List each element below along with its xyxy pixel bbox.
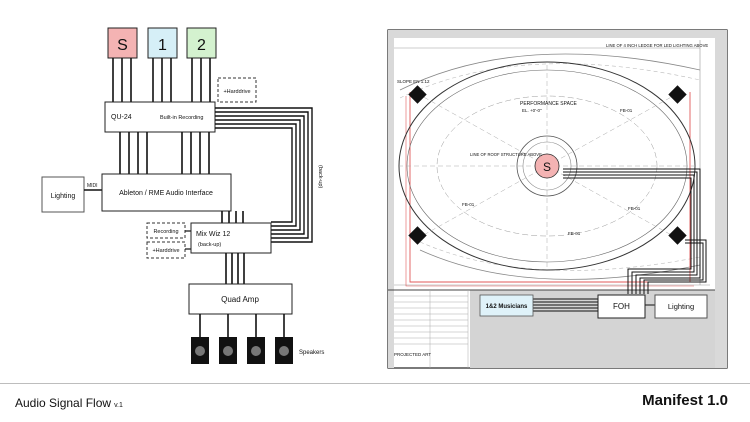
- speaker-cables: [643, 239, 707, 294]
- midi-label: MIDI: [87, 183, 98, 189]
- speakers: [191, 337, 293, 364]
- source-2-label: 2: [197, 37, 206, 54]
- harddrive-bottom-box: [146, 241, 186, 259]
- project-title: Manifest 1.0: [642, 392, 728, 409]
- floor-plan: S SLOPE EN 1:12 LINE OF 4 INCH LEDGE FOR…: [387, 29, 728, 369]
- roof-note: LINE OF ROOF STRUCTURE ABOVE: [470, 152, 542, 157]
- source-s: S: [107, 27, 138, 59]
- harddrive-top-box: [217, 77, 257, 103]
- speaker-icon: [191, 337, 209, 364]
- ledge-note: LINE OF 4 INCH LEDGE FOR LED LIGHTING AB…: [606, 43, 708, 48]
- interface-to-mixwiz-lines: [221, 211, 244, 223]
- center-source-label: S: [543, 160, 551, 174]
- signal-flow: S 1 2 +Harddrive QU-24 Built-in Recordin…: [41, 27, 324, 364]
- performance-space-label: PERFORMANCE SPACE: [520, 101, 578, 107]
- harddrive-bottom-label: +Harddrive: [152, 248, 179, 254]
- footer-version: v.1: [114, 402, 123, 409]
- qu24-to-interface-lines: [119, 132, 210, 174]
- plan-lighting-box: [654, 294, 708, 319]
- slope-label: SLOPE EN 1:12: [397, 79, 430, 84]
- fb-label: FB-01: [620, 108, 633, 113]
- footer-title-text: Audio Signal Flow: [15, 396, 112, 410]
- speaker-icon: [219, 337, 237, 364]
- fb-label: FB-01: [628, 206, 641, 211]
- speakers-label: Speakers: [299, 350, 324, 356]
- foh-label: FOH: [613, 302, 630, 311]
- recording-label: Recording: [153, 229, 178, 235]
- amp-to-speaker-lines: [199, 314, 285, 337]
- mixwiz-box: [190, 222, 272, 254]
- musicians-label: 1&2 Musicians: [486, 304, 528, 310]
- elevation-label: EL. +0'-0": [522, 108, 542, 113]
- interface-label: Ableton / RME Audio Interface: [119, 190, 213, 197]
- plan-speakers: [408, 85, 687, 245]
- source-1-label: 1: [158, 37, 167, 54]
- center-cables: [563, 168, 701, 294]
- qu24-label: QU-24: [111, 114, 132, 121]
- quad-amp-box: [188, 283, 293, 315]
- center-source-circle: [534, 153, 560, 179]
- speaker-icon: [408, 85, 427, 104]
- speaker-icon: [668, 226, 687, 245]
- projected-art-label: PROJECTED ART: [394, 352, 431, 357]
- qu24-sub-label: Built-in Recording: [160, 115, 203, 121]
- source-s-label: S: [117, 37, 128, 54]
- musicians-to-foh-lines: [533, 298, 598, 312]
- interface-box: [101, 173, 232, 212]
- harddrive-top-label: +Harddrive: [223, 89, 250, 95]
- foh-box: [597, 294, 646, 319]
- fb-label: FB-01: [568, 231, 581, 236]
- stairs: [394, 290, 469, 368]
- quad-amp-label: Quad Amp: [221, 295, 259, 304]
- mixwiz-to-amp-lines: [225, 253, 245, 284]
- mixwiz-label: Mix Wiz 12: [196, 231, 230, 238]
- qu24-box: [104, 101, 216, 133]
- speaker-icon: [247, 337, 265, 364]
- musicians-box: [479, 294, 534, 317]
- speaker-icon: [275, 337, 293, 364]
- source-1: 1: [147, 27, 178, 59]
- lighting-label: Lighting: [51, 193, 76, 200]
- speaker-icon: [668, 85, 687, 104]
- lighting-box: [41, 176, 85, 213]
- footer-divider: [0, 383, 750, 384]
- plan-lighting-label: Lighting: [668, 302, 694, 311]
- fb-label: FB-01: [462, 202, 475, 207]
- mixwiz-sub-label: (back-up): [198, 242, 221, 248]
- backup-vertical-label: (back-up): [317, 165, 323, 188]
- red-outline: [409, 92, 691, 283]
- source-2: 2: [186, 27, 217, 59]
- source-lines: [112, 58, 211, 102]
- speaker-icon: [408, 226, 427, 245]
- backup-loop-lines: [215, 107, 313, 243]
